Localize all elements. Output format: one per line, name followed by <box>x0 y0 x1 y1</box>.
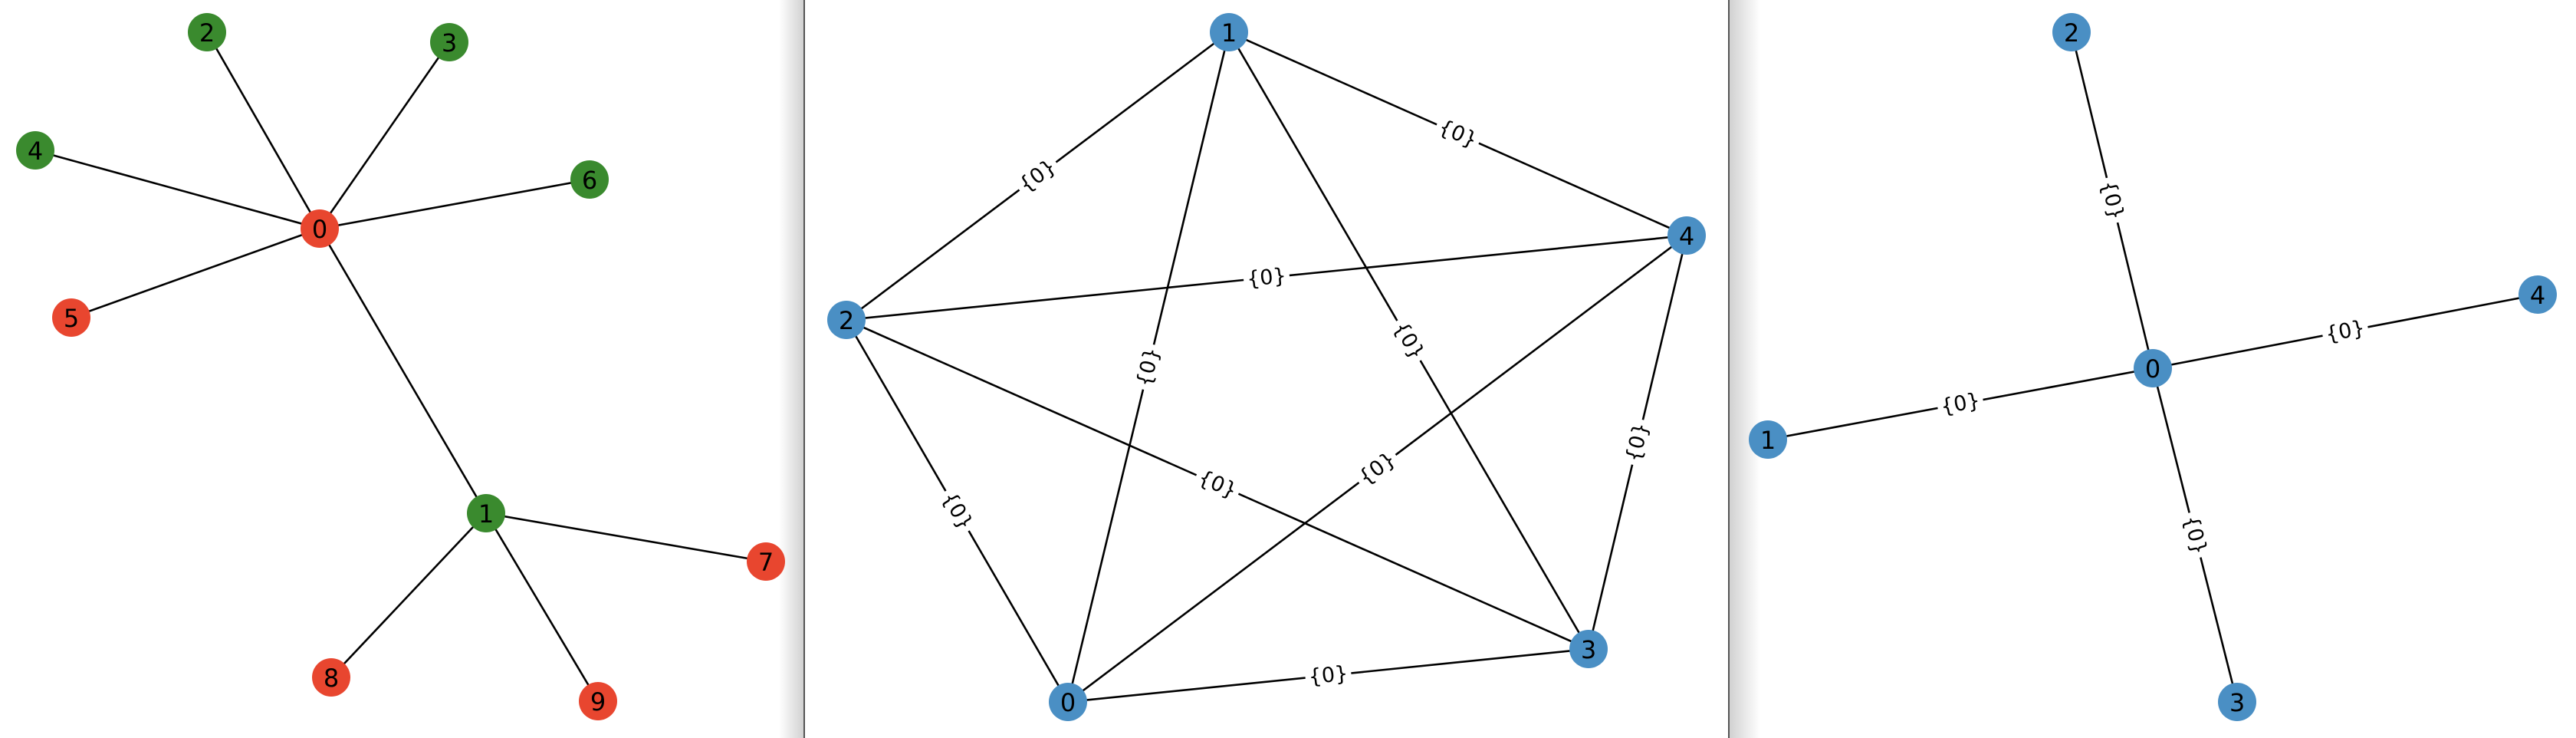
edge-label-0-4: {0} <box>2320 313 2371 350</box>
node-label: 0 <box>2145 354 2160 384</box>
node-3: 3 <box>2218 683 2256 721</box>
edge-label-2-4: {0} <box>1242 262 1291 294</box>
node-circle <box>827 301 866 339</box>
panel-shadow-right <box>1730 0 1760 738</box>
node-0: 0 <box>1049 683 1087 721</box>
node-2: 2 <box>188 13 226 51</box>
node-3: 3 <box>430 23 468 61</box>
node-label: 1 <box>1760 426 1776 455</box>
node-circle <box>301 209 339 248</box>
node-label: 9 <box>590 687 606 717</box>
node-circle <box>747 542 785 581</box>
node-7: 7 <box>747 542 785 581</box>
node-label: 4 <box>1679 222 1694 251</box>
edge-1-7 <box>485 512 767 563</box>
edge-0-5 <box>71 227 320 319</box>
node-circle <box>52 298 90 337</box>
node-8: 8 <box>312 658 350 697</box>
edge-0-6 <box>319 178 590 230</box>
node-circle <box>1749 420 1787 459</box>
panel-middle <box>803 0 1730 738</box>
node-4: 4 <box>1668 216 1706 255</box>
node-label: 1 <box>1221 18 1237 48</box>
node-9: 9 <box>579 682 617 720</box>
node-label: 0 <box>312 215 327 244</box>
node-0: 0 <box>2134 349 2172 387</box>
node-2: 2 <box>2052 13 2091 51</box>
node-label: 5 <box>64 304 79 333</box>
node-circle <box>188 13 226 51</box>
edge-1-8 <box>330 512 487 678</box>
node-circle <box>16 131 54 170</box>
node-label: 3 <box>1581 635 1596 664</box>
node-circle <box>1569 630 1608 668</box>
node-label: 0 <box>1060 688 1076 717</box>
node-circle <box>1210 13 1248 51</box>
node-circle <box>1668 216 1706 255</box>
node-label: 7 <box>758 548 774 577</box>
node-1: 1 <box>1210 13 1248 51</box>
node-label: 3 <box>442 28 457 58</box>
node-label: 4 <box>2530 281 2545 310</box>
node-label: 6 <box>582 166 597 195</box>
node-4: 4 <box>2518 275 2557 314</box>
node-label: 2 <box>839 306 854 335</box>
edge-label-text: {0} <box>1246 264 1287 292</box>
node-1: 1 <box>467 494 505 532</box>
node-6: 6 <box>570 160 609 199</box>
node-4: 4 <box>16 131 54 170</box>
edge-0-4 <box>34 149 320 230</box>
node-label: 2 <box>2064 18 2079 48</box>
node-circle <box>2518 275 2557 314</box>
node-circle <box>467 494 505 532</box>
edge-label-0-3: {0} <box>1303 659 1353 692</box>
node-label: 4 <box>28 137 43 166</box>
node-circle <box>570 160 609 199</box>
node-0: 0 <box>301 209 339 248</box>
node-circle <box>1049 683 1087 721</box>
node-label: 2 <box>199 18 215 48</box>
node-label: 8 <box>324 664 339 693</box>
graph-left: 0 1 2 3 4 5 6 7 8 9 <box>16 13 785 720</box>
node-circle <box>579 682 617 720</box>
node-label: 1 <box>478 499 494 529</box>
node-circle <box>2218 683 2256 721</box>
panel-shadow-left <box>779 0 803 738</box>
node-circle <box>312 658 350 697</box>
node-5: 5 <box>52 298 90 337</box>
edge-label-0-1: {0} <box>1935 386 1986 422</box>
edge-label-text: {0} <box>1307 661 1349 689</box>
edge-0-1 <box>318 228 488 514</box>
node-circle <box>2052 13 2091 51</box>
edge-0-3 <box>318 41 451 229</box>
node-label: 3 <box>2229 688 2245 717</box>
node-2: 2 <box>827 301 866 339</box>
node-1: 1 <box>1749 420 1787 459</box>
edge-1-9 <box>485 512 600 702</box>
edge-0-2 <box>205 31 321 229</box>
node-circle <box>2134 349 2172 387</box>
node-circle <box>430 23 468 61</box>
node-3: 3 <box>1569 630 1608 668</box>
